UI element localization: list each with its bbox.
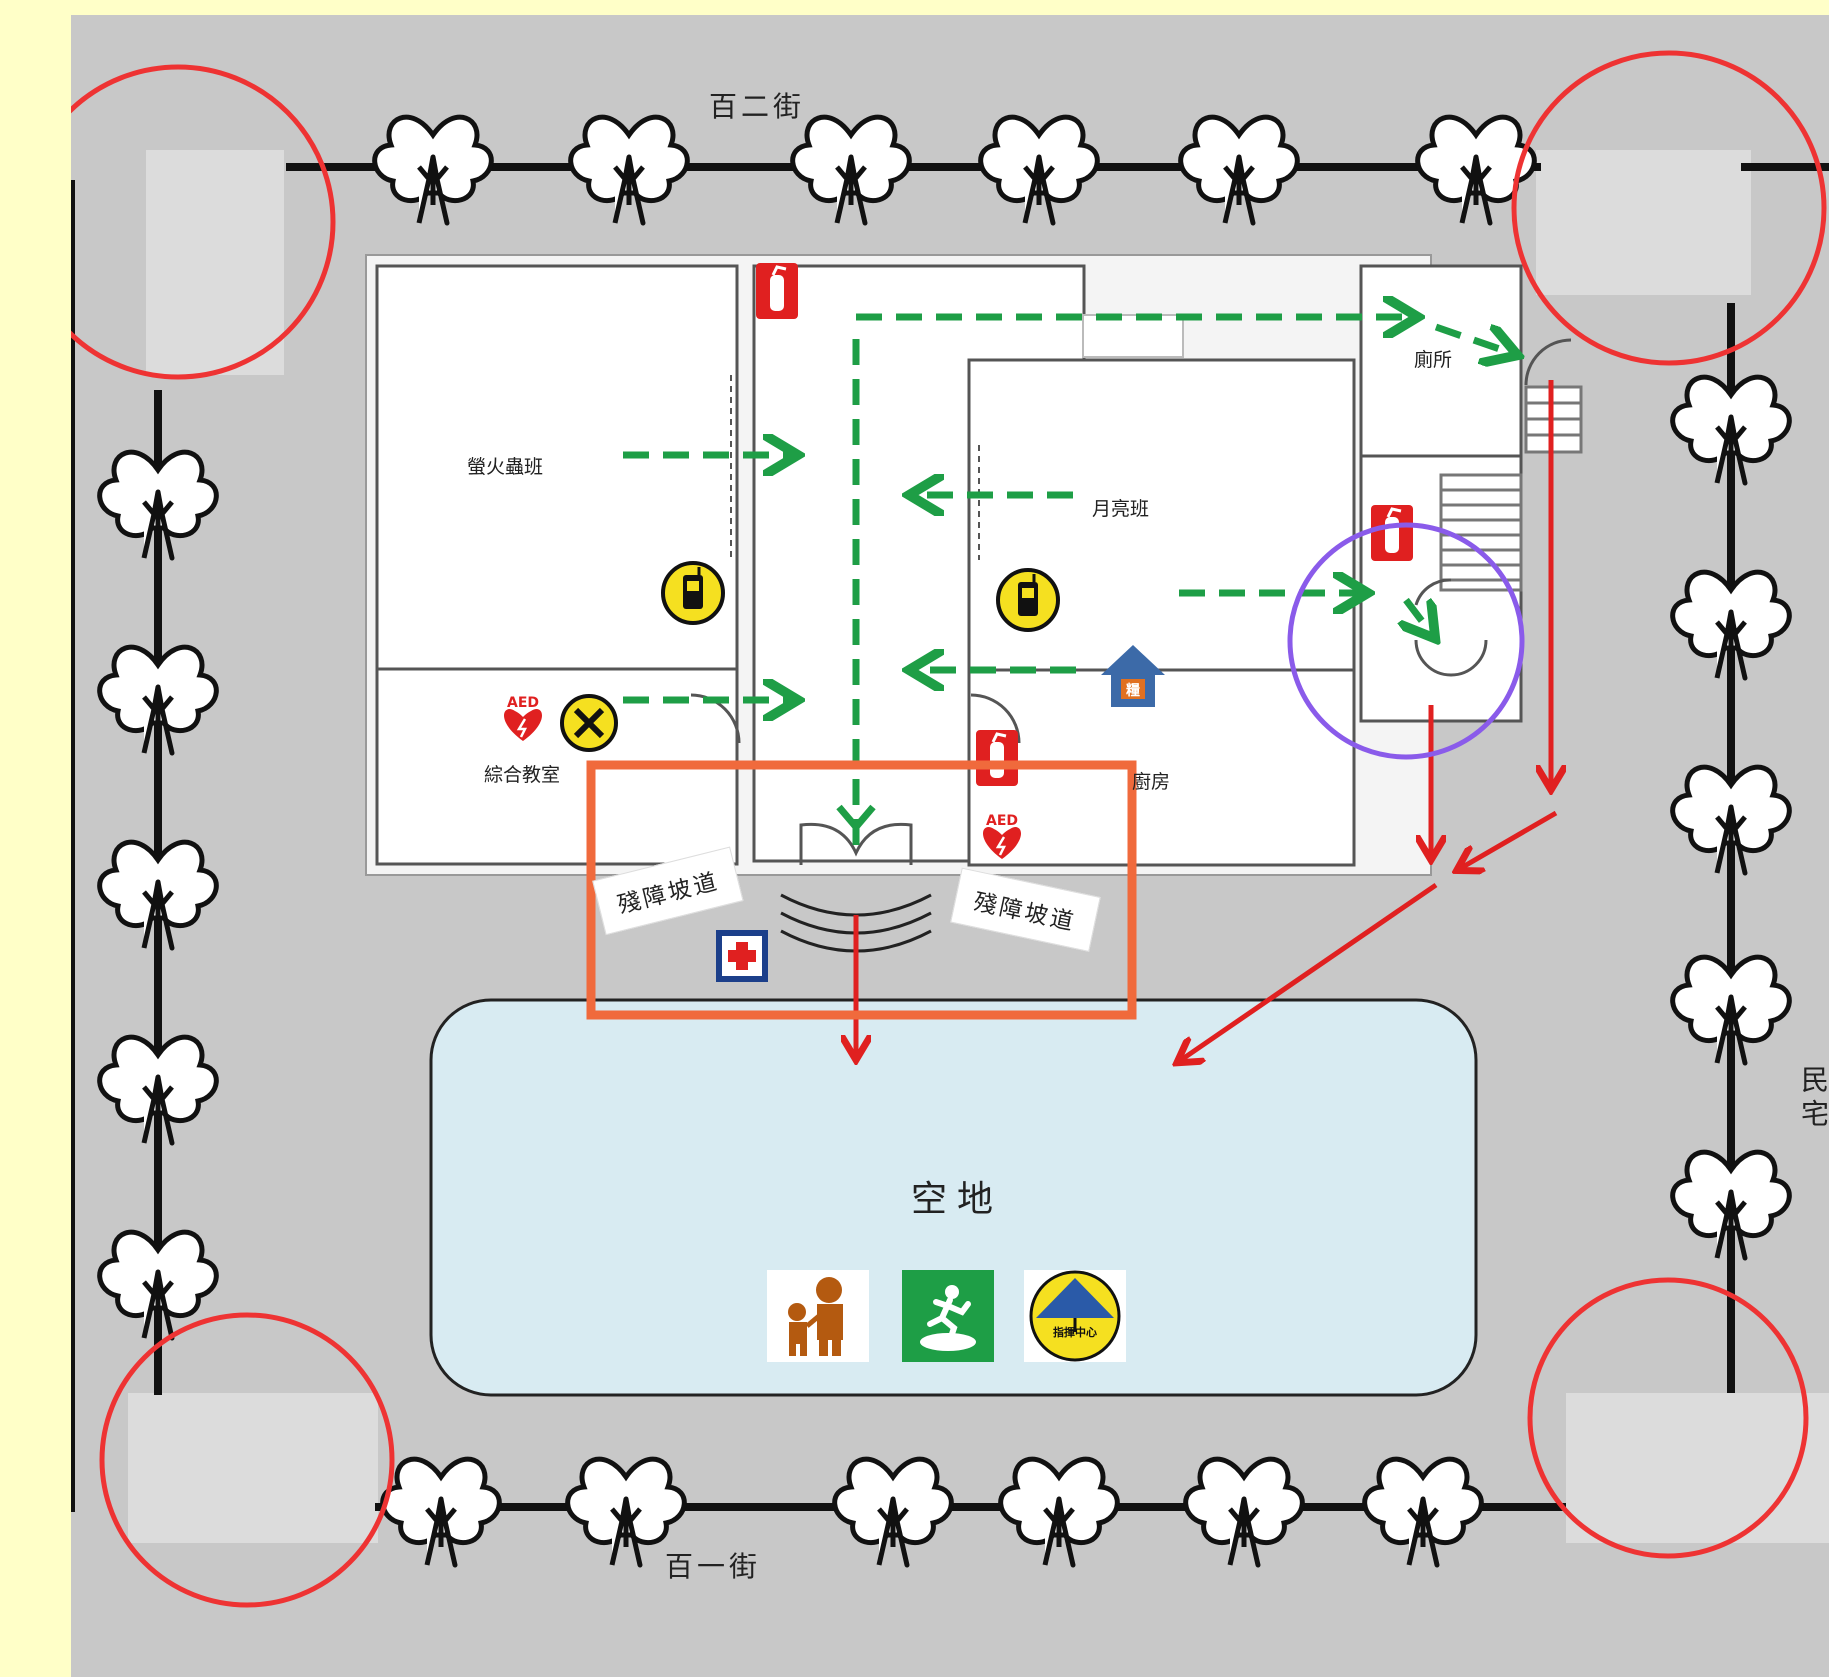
corner-pad-top-right	[1536, 150, 1751, 295]
aed-icon: AED	[504, 695, 542, 741]
outdoor-evacuation-routes	[856, 380, 1556, 1060]
corner-marker-top-right	[1511, 50, 1827, 366]
room-label-moon: 月亮班	[1092, 498, 1150, 520]
corner-pad-top-left	[146, 150, 284, 375]
highlight-markers	[71, 50, 1827, 1608]
open-area	[429, 998, 1478, 1397]
corner-marker-bottom-left	[99, 1312, 395, 1608]
tree-icon	[1001, 1459, 1118, 1565]
room-label-multipurpose: 綜合教室	[484, 764, 561, 786]
map-area: AED AED 糧	[71, 15, 1829, 1677]
floor-plan-svg: AED AED 糧	[71, 50, 1829, 1608]
fire-extinguisher-icon	[756, 263, 798, 319]
room-label-toilet: 廁所	[1414, 349, 1453, 371]
evac-route-toilet	[1434, 323, 1511, 353]
svg-text:糧: 糧	[1126, 682, 1140, 699]
emergency-exit-icon	[902, 1270, 994, 1362]
fire-extinguisher-icon	[976, 730, 1018, 786]
stairwell-marker	[1287, 522, 1525, 760]
room-label-firefly: 螢火蟲班	[467, 456, 544, 478]
main-entrance-marker	[586, 760, 1137, 1020]
building	[365, 254, 1583, 876]
corner-pads	[128, 150, 1829, 1543]
radio-icon	[661, 561, 725, 625]
svg-text:AED: AED	[986, 813, 1018, 829]
corner-pad-bottom-left	[128, 1393, 378, 1543]
tree-icon	[835, 1459, 952, 1565]
tree-icon	[375, 117, 492, 223]
tree-icon	[1181, 117, 1298, 223]
radio-icon	[996, 568, 1060, 632]
grain-store-icon: 糧	[1101, 645, 1165, 707]
evac-route-stair-down	[1406, 597, 1431, 633]
fire-extinguisher-icon	[1371, 505, 1413, 561]
street-label-south: 百一街	[665, 1550, 762, 1583]
street-label-north: 百二街	[709, 90, 806, 123]
evac-arrowhead-main	[836, 804, 876, 833]
tree-icon	[981, 117, 1098, 223]
tree-icon	[571, 117, 688, 223]
tree-icon	[1186, 1459, 1303, 1565]
open-area-label: 空地	[911, 1179, 1004, 1220]
first-aid-icon	[716, 930, 768, 982]
family-gathering-icon	[767, 1270, 869, 1362]
corner-pad-bottom-right	[1566, 1393, 1829, 1543]
aed-icon: AED	[983, 813, 1021, 859]
outdoor-route-merge	[1461, 810, 1558, 868]
street-label-east: 民宅	[1797, 1065, 1829, 1133]
tree-icon	[1365, 1459, 1482, 1565]
tools-icon	[560, 694, 618, 752]
indoor-evacuation-routes	[623, 317, 1511, 845]
doors	[690, 338, 1572, 865]
svg-text:AED: AED	[507, 695, 539, 711]
outdoor-route-to-open-area	[1181, 882, 1438, 1060]
corner-marker-top-left	[71, 64, 336, 380]
svg-text:指揮中心: 指揮中心	[1053, 1325, 1097, 1339]
counter	[1082, 314, 1184, 358]
corner-marker-bottom-right	[1527, 1277, 1809, 1559]
command-center-icon: 指揮中心	[1024, 1270, 1126, 1362]
tree-icon	[383, 1459, 500, 1565]
room-label-kitchen: 廚房	[1132, 771, 1171, 793]
tree-icon	[793, 117, 910, 223]
